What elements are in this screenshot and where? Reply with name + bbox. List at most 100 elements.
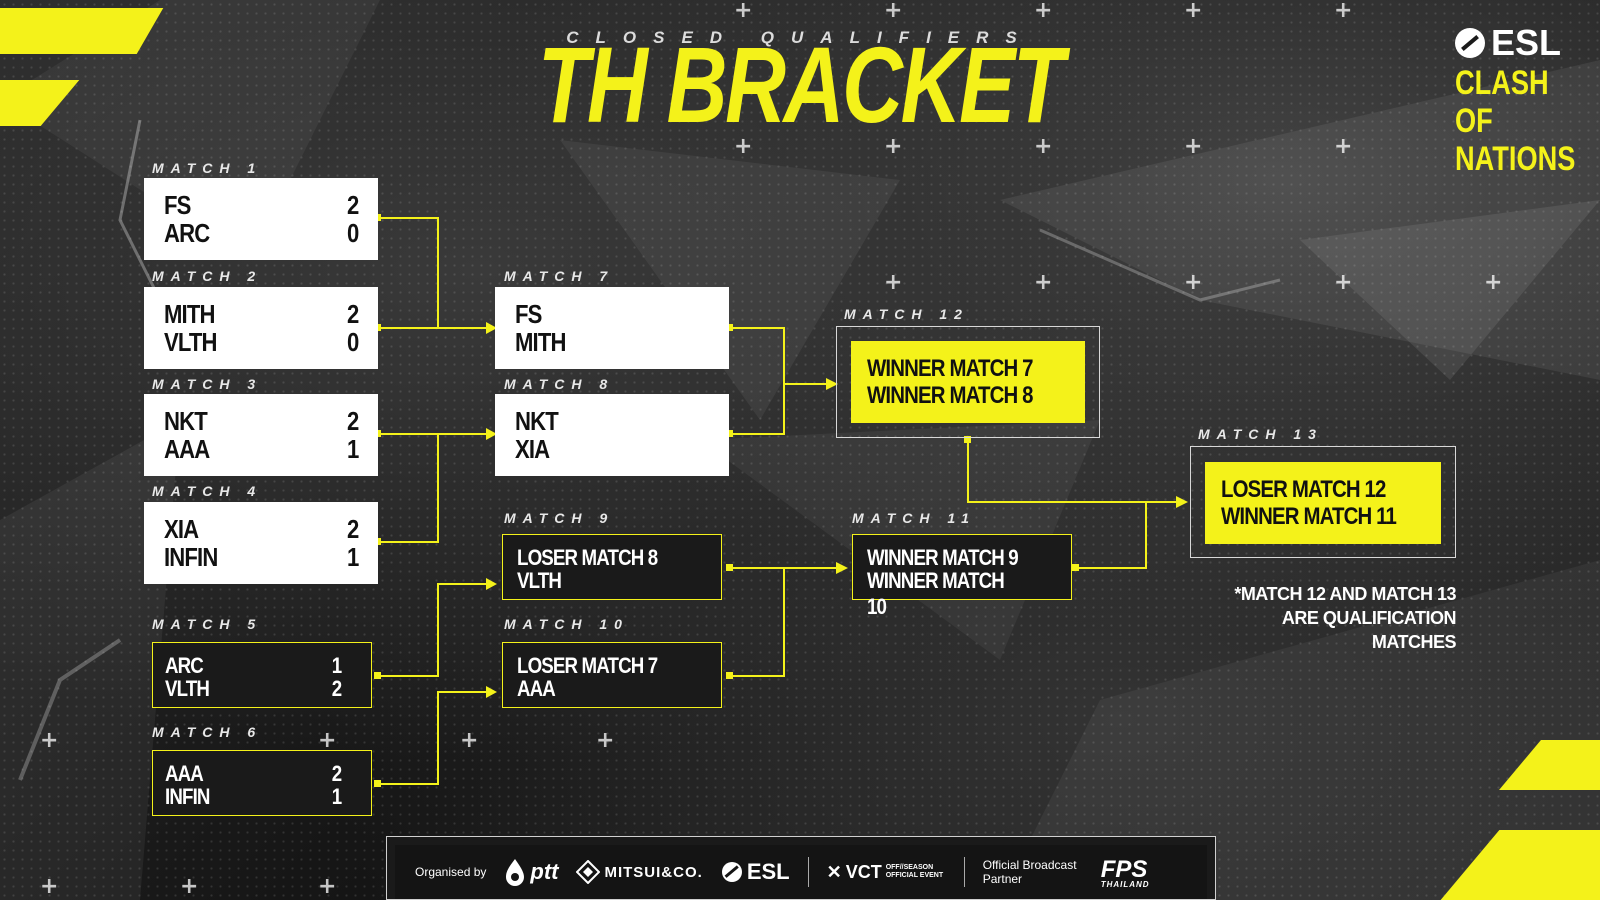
team-score: 1 (331, 653, 341, 678)
plus-icon: + (884, 270, 903, 295)
plus-icon: + (734, 0, 753, 23)
match-13-card: LOSER MATCH 12 WINNER MATCH 11 (1205, 462, 1441, 544)
mitsui-diamond-icon (576, 860, 601, 884)
match-4-team-2: INFIN 1 (164, 542, 359, 573)
team-score: 2 (346, 190, 359, 220)
fps-thailand-logo: FPS THAILAND (1100, 855, 1150, 889)
team-name: INFIN (164, 542, 218, 572)
match-2-team-1: MITH 2 (164, 299, 359, 330)
team-name: VLTH (517, 568, 562, 593)
match-8-team-2: XIA (515, 434, 709, 465)
team-score: 2 (331, 676, 341, 701)
match-7-label: MATCH 7 (504, 268, 615, 284)
plus-icon: + (1334, 134, 1353, 159)
team-score: 0 (346, 218, 359, 248)
match-10-label: MATCH 10 (504, 616, 629, 632)
plus-icon: + (1334, 270, 1353, 295)
page-title: TH BRACKET (537, 24, 1064, 145)
team-name: AAA (165, 761, 204, 786)
organised-by-label: Organised by (415, 865, 487, 879)
team-name: FS (164, 190, 191, 220)
match-7-team-2: MITH (515, 327, 709, 358)
mitsui-logo: MITSUI&CO. (576, 860, 702, 884)
match-13-team-1: LOSER MATCH 12 (1221, 476, 1386, 503)
match-12-team-2: WINNER MATCH 8 (867, 382, 1033, 409)
match-9-card: LOSER MATCH 8 VLTH (502, 534, 722, 600)
match-4-label: MATCH 4 (152, 483, 263, 499)
match-9-team-1: LOSER MATCH 8 (517, 545, 701, 571)
plus-icon: + (884, 0, 903, 23)
match-12-label: MATCH 12 (844, 306, 969, 322)
esl-footer-logo: ESL (721, 859, 790, 885)
esl-footer-icon (721, 862, 742, 882)
team-name: WINNER MATCH 9 (867, 545, 1019, 570)
plus-icon: + (1034, 134, 1053, 159)
sponsor-footer: Organised by ptt MITSUI&CO. ESL ✕ VCT OF… (386, 836, 1216, 900)
team-name: MITH (164, 299, 215, 329)
match-12-card: WINNER MATCH 7 WINNER MATCH 8 (851, 341, 1085, 423)
team-name: ARC (164, 218, 210, 248)
match-12-team-1: WINNER MATCH 7 (867, 355, 1033, 382)
plus-icon: + (1184, 134, 1203, 159)
esl-wordmark: ESL (1491, 22, 1562, 63)
match-2-label: MATCH 2 (152, 268, 263, 284)
plus-icon: + (1034, 0, 1053, 23)
broadcast-partner-label: Official Broadcast Partner (982, 858, 1077, 886)
brand-line-1: CLASH OF (1455, 64, 1549, 140)
match-7-team-1: FS (515, 299, 709, 330)
plus-icon: + (1184, 270, 1203, 295)
match-8-card: NKT XIA (495, 394, 729, 476)
team-name: VLTH (165, 676, 210, 701)
team-score: 1 (346, 434, 359, 464)
plus-icon: + (1484, 270, 1503, 295)
match-1-card: FS 2 ARC 0 (144, 178, 378, 260)
match-1-team-1: FS 2 (164, 190, 359, 221)
team-name: LOSER MATCH 7 (517, 653, 658, 678)
match-5-team-2: VLTH 2 (165, 676, 342, 702)
plus-icon: + (460, 728, 479, 753)
qualification-note: *MATCH 12 AND MATCH 13 ARE QUALIFICATION… (1200, 582, 1456, 654)
divider (963, 857, 965, 887)
team-score: 2 (346, 514, 359, 544)
match-11-team-1: WINNER MATCH 9 (867, 545, 1051, 571)
team-name: NKT (515, 406, 559, 436)
match-8-team-1: NKT (515, 406, 709, 437)
note-line-1: *MATCH 12 AND MATCH 13 (1234, 584, 1456, 604)
match-13-team-2: WINNER MATCH 11 (1221, 503, 1397, 530)
plus-icon: + (1334, 0, 1353, 23)
brand-line-2: NATIONS (1455, 140, 1576, 178)
team-name: XIA (515, 434, 550, 464)
match-11-label: MATCH 11 (852, 510, 976, 526)
match-4-card: XIA 2 INFIN 1 (144, 502, 378, 584)
match-9-team-2: VLTH (517, 568, 701, 594)
match-10-card: LOSER MATCH 7 AAA (502, 642, 722, 708)
match-11-team-2: WINNER MATCH 10 (867, 568, 1051, 620)
team-score: 1 (346, 542, 359, 572)
ptt-flame-icon (506, 859, 525, 886)
team-score: 1 (331, 784, 341, 809)
subtitle: CLOSED QUALIFIERS (566, 28, 1034, 47)
ptt-logo: ptt (504, 858, 558, 886)
match-13-label: MATCH 13 (1198, 426, 1323, 442)
match-10-team-2: AAA (517, 676, 701, 702)
team-name: FS (515, 299, 542, 329)
match-8-label: MATCH 8 (504, 376, 615, 392)
match-5-label: MATCH 5 (152, 616, 263, 632)
match-11-card: WINNER MATCH 9 WINNER MATCH 10 (852, 534, 1072, 619)
plus-icon: + (318, 728, 337, 753)
match-10-team-1: LOSER MATCH 7 (517, 653, 701, 679)
team-score: 2 (346, 406, 359, 436)
team-name: XIA (164, 514, 199, 544)
match-3-label: MATCH 3 (152, 376, 263, 392)
divider (807, 857, 809, 887)
plus-icon: + (884, 134, 903, 159)
team-score: 2 (346, 299, 359, 329)
plus-icon: + (180, 874, 199, 899)
